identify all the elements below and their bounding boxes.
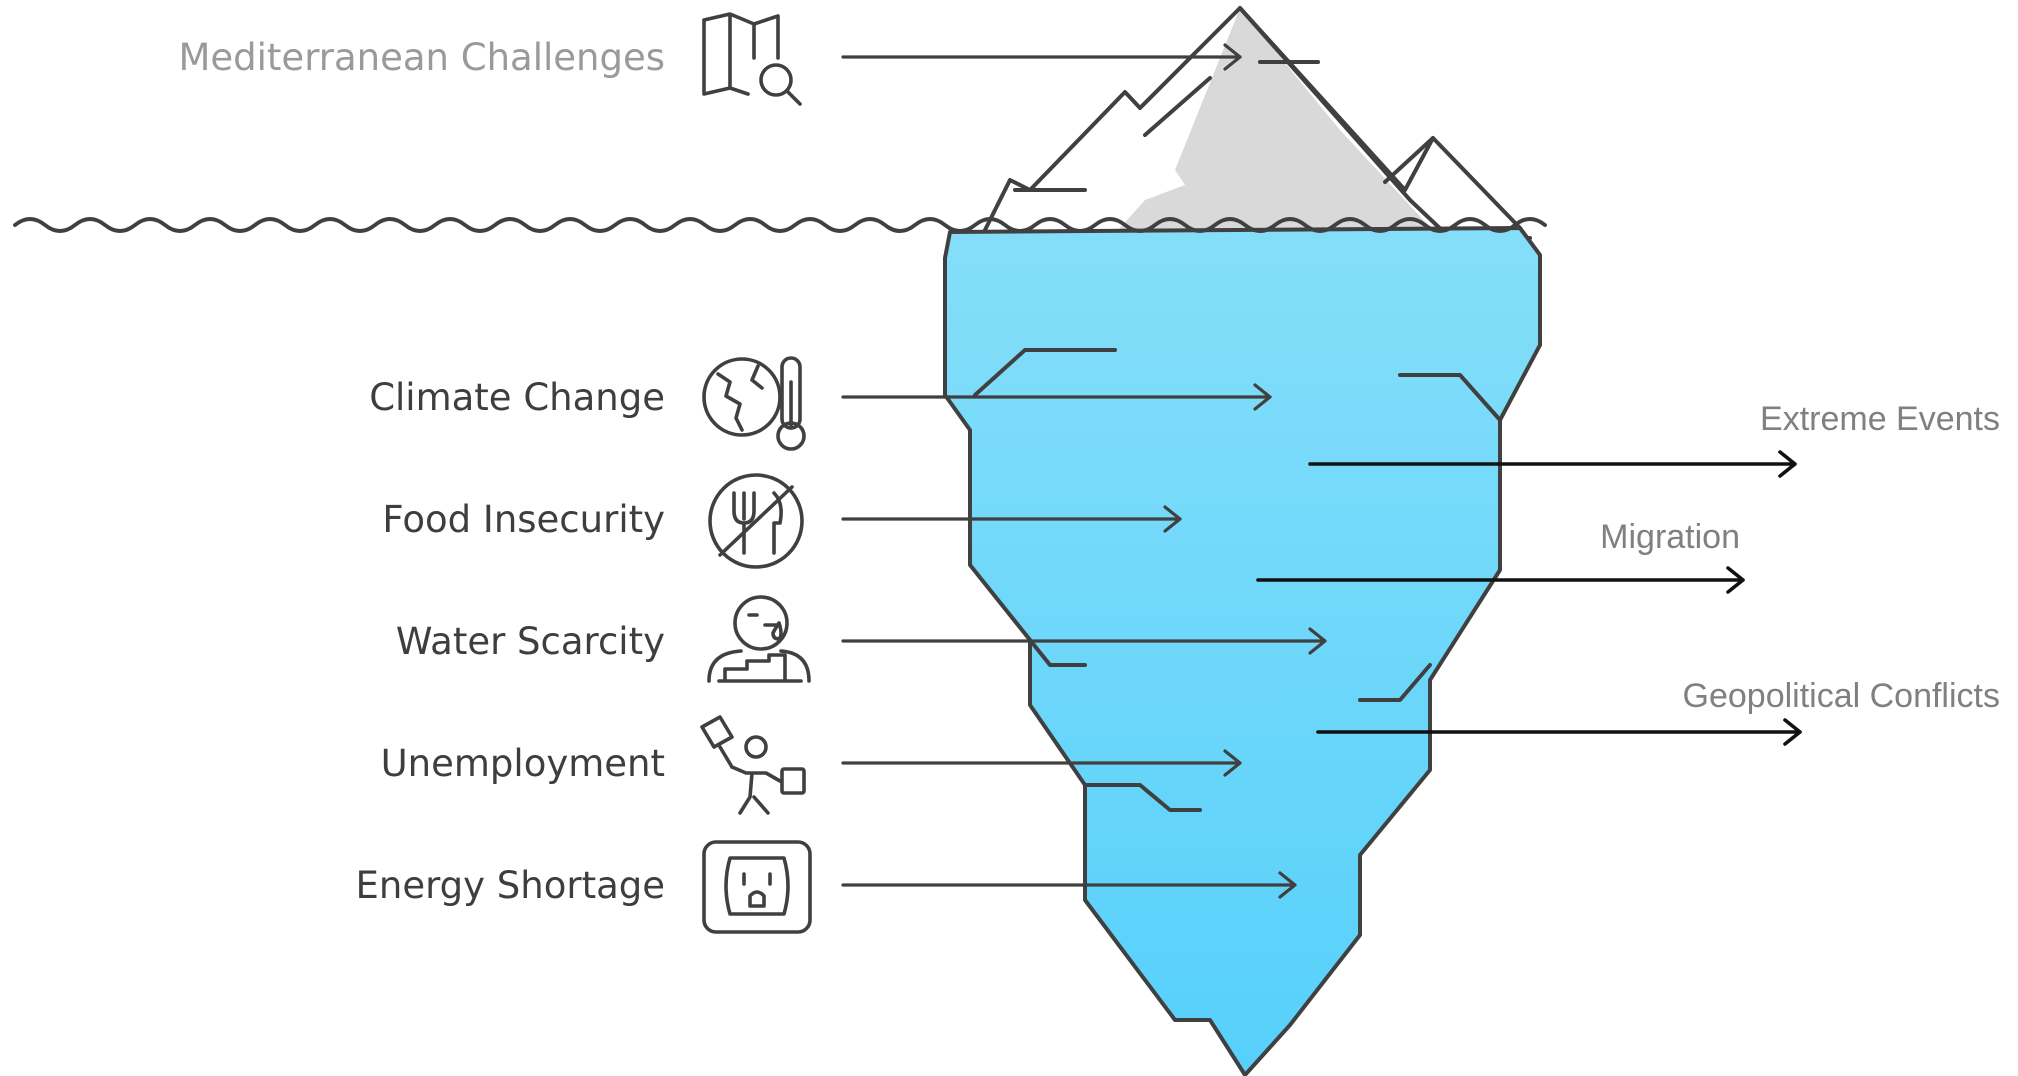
- extreme-events-arrow: [1308, 450, 1797, 478]
- challenge-label-energy: Energy Shortage: [355, 864, 665, 907]
- water-scarcity-person-icon: [707, 595, 811, 683]
- food-arrow: [841, 505, 1182, 533]
- map-search-icon: [702, 12, 802, 106]
- climate-arrow: [841, 383, 1272, 411]
- power-outlet-icon: [702, 840, 812, 934]
- effect-label-extreme-events: Extreme Events: [1760, 400, 2000, 438]
- challenge-label-water: Water Scarcity: [396, 620, 665, 663]
- effect-label-migration: Migration: [1600, 518, 1740, 556]
- unemployment-arrow: [841, 749, 1242, 777]
- geopolitical-arrow: [1316, 718, 1802, 746]
- effect-label-geopolitical: Geopolitical Conflicts: [1683, 677, 2000, 715]
- iceberg-body: [943, 226, 1542, 1076]
- top-label: Mediterranean Challenges: [178, 36, 665, 79]
- top-arrow: [841, 43, 1242, 71]
- challenge-label-climate: Climate Change: [369, 376, 665, 419]
- energy-arrow: [841, 871, 1297, 899]
- no-food-icon: [708, 473, 804, 569]
- challenge-label-food: Food Insecurity: [382, 498, 665, 541]
- unemployed-person-icon: [700, 715, 806, 815]
- globe-thermometer-icon: [702, 356, 806, 451]
- waterline: [13, 217, 1547, 233]
- migration-arrow: [1256, 566, 1745, 594]
- challenge-label-unemployment: Unemployment: [381, 742, 665, 785]
- water-arrow: [841, 627, 1327, 655]
